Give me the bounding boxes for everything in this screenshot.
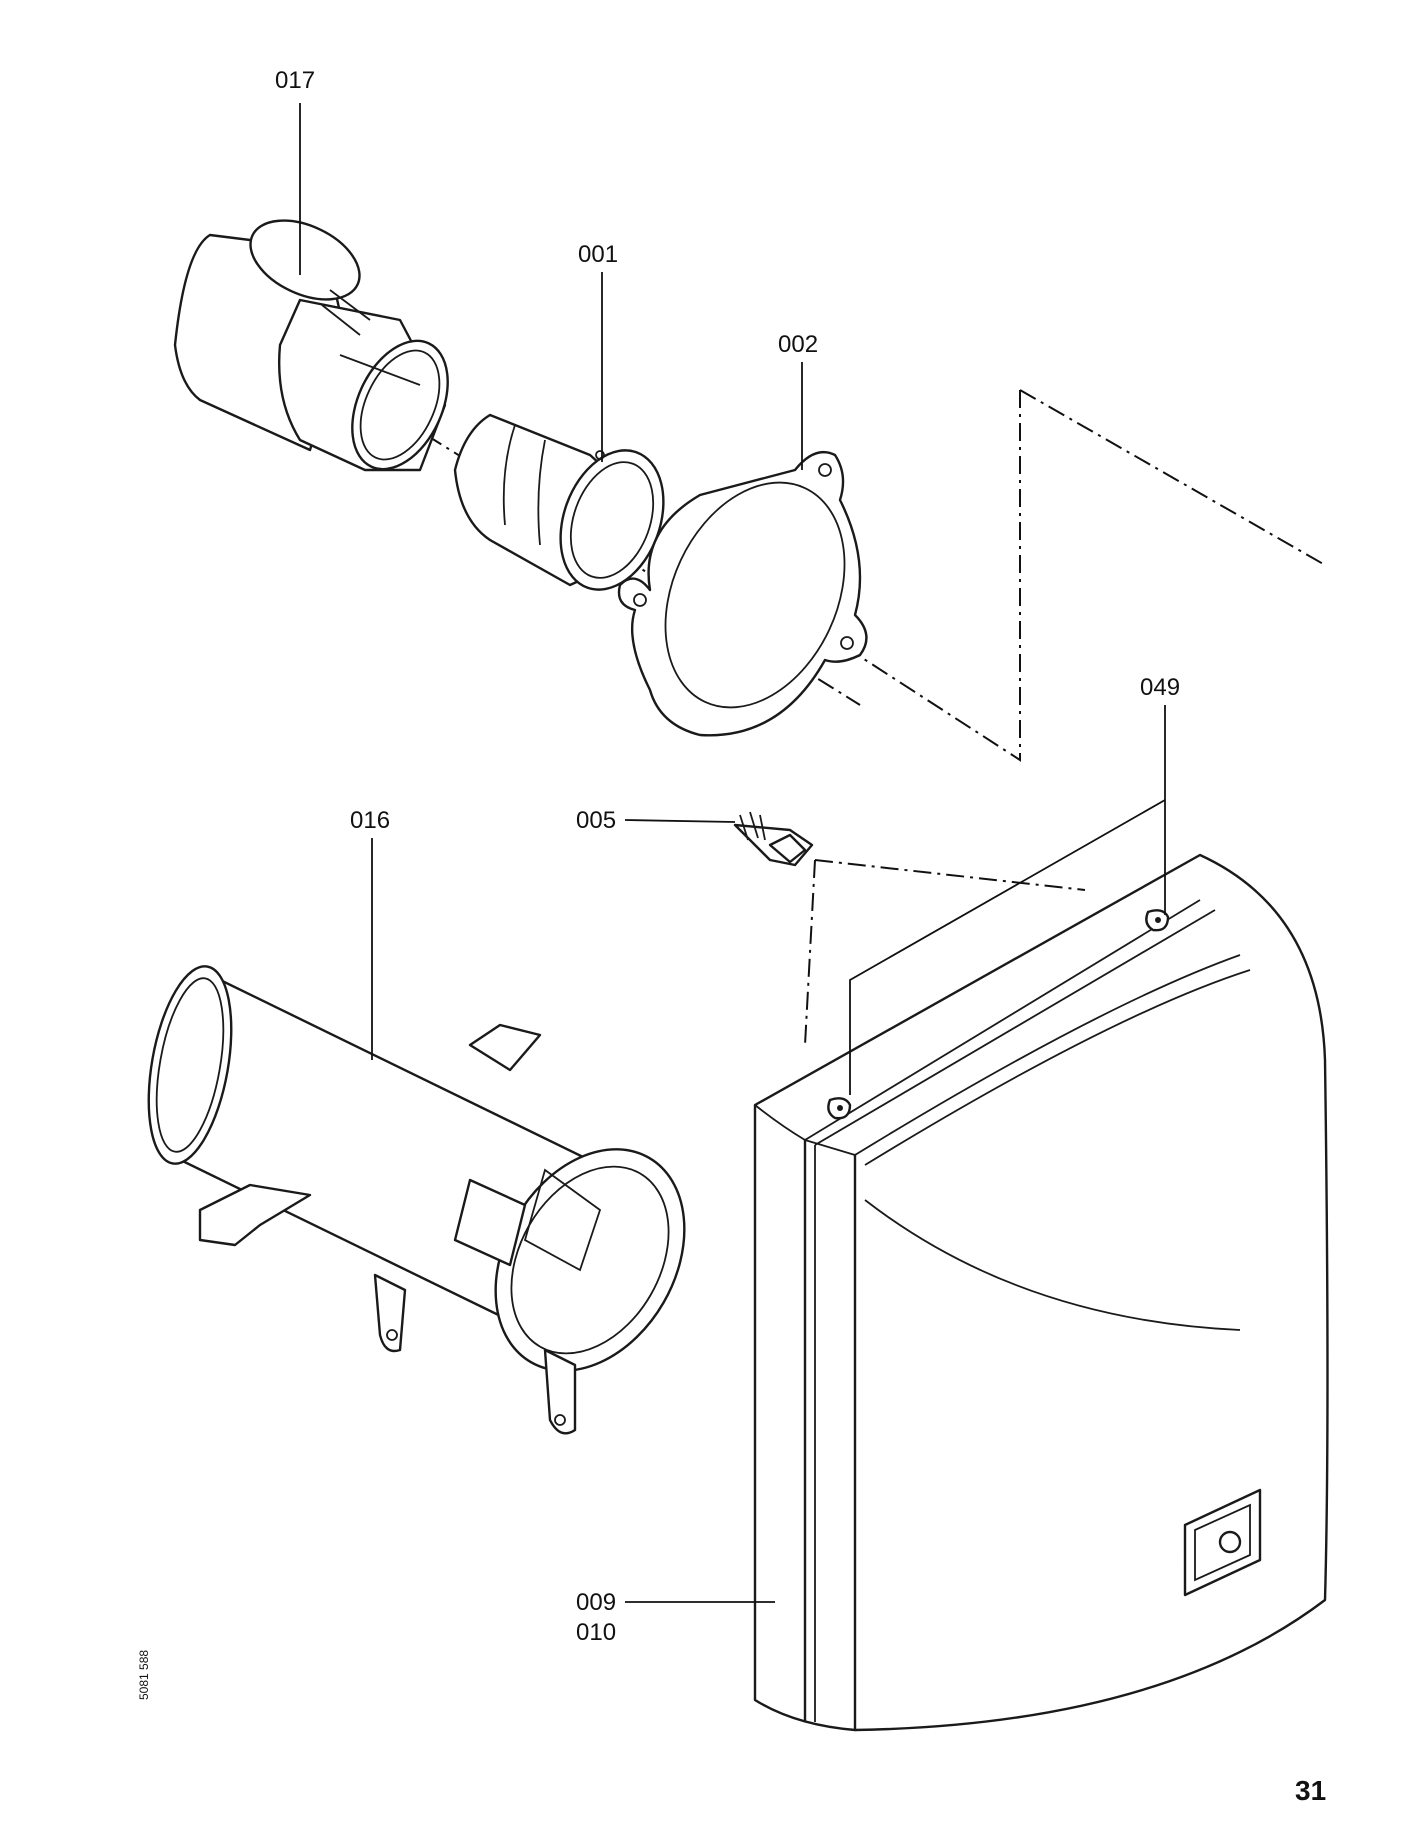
page-number: 31 [1295,1775,1326,1806]
callout-labels: 017 001 002 049 016 005 009 010 [275,67,1180,1646]
callout-002: 002 [778,331,818,358]
document-number: 5081 588 [137,1650,151,1700]
callout-005: 005 [576,807,616,834]
callout-009: 009 [576,1589,616,1616]
leader-lines [299,103,1166,1603]
part-001-nozzle [453,413,665,591]
callout-010: 010 [576,1619,616,1646]
part-005-electrode [733,811,814,867]
callout-016: 016 [350,807,390,834]
callout-001: 001 [578,241,618,268]
part-009-010-burner-hood [753,853,1329,1732]
callout-017: 017 [275,67,315,94]
part-017-outer-tube [173,219,449,472]
part-016-flame-tube [147,965,686,1435]
callout-049: 049 [1140,674,1180,701]
part-002-gasket [617,450,868,737]
